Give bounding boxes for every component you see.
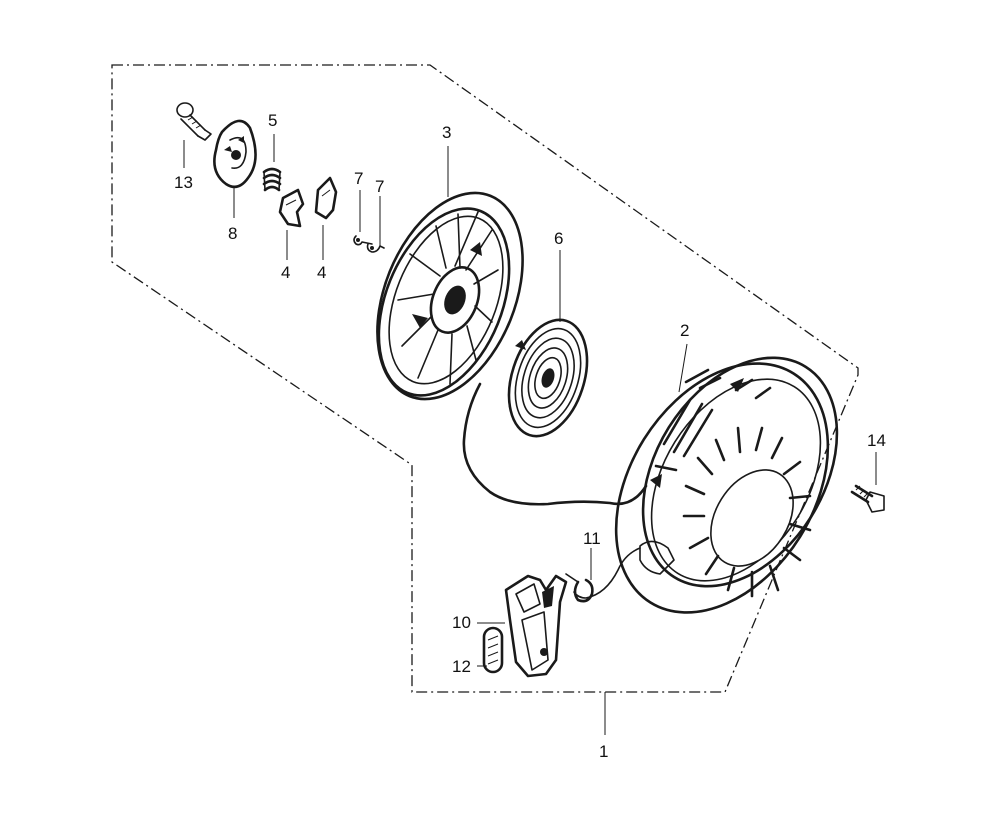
part-label-3: 3 (442, 123, 452, 142)
part-8-ratchet-guide (213, 119, 257, 189)
part-14-bolt (850, 484, 885, 513)
part-label-10: 10 (452, 613, 471, 632)
part-label-13: 13 (174, 173, 193, 192)
part-6-recoil-spring (507, 318, 589, 438)
part-12-grip-insert (482, 626, 504, 674)
part-13-bolt (176, 102, 212, 141)
part-7-springs (353, 235, 385, 253)
part-label-7-right: 7 (375, 177, 385, 196)
part-4-ratchet-right (314, 176, 338, 220)
part-label-8: 8 (228, 224, 238, 243)
assembly-boundary (111, 64, 859, 693)
part-4-ratchet-left (278, 188, 305, 228)
part-11-rope-knot (565, 573, 594, 603)
part-label-14: 14 (867, 431, 886, 450)
part-10-starter-grip (504, 574, 568, 678)
part-label-4-left: 4 (281, 263, 291, 282)
starter-rope-lower (573, 547, 641, 599)
part-label-11: 11 (583, 529, 601, 548)
part-label-2: 2 (680, 321, 690, 340)
part-label-7-left: 7 (354, 169, 364, 188)
part-label-6: 6 (554, 229, 564, 248)
part-label-12: 12 (452, 657, 471, 676)
starter-rope (462, 382, 648, 506)
part-label-1: 1 (599, 742, 609, 761)
part-3-reel (376, 191, 524, 401)
part-label-4-right: 4 (317, 263, 327, 282)
part-2-starter-case (614, 356, 839, 614)
part-5-spring (262, 167, 282, 192)
part-label-5: 5 (268, 111, 278, 130)
